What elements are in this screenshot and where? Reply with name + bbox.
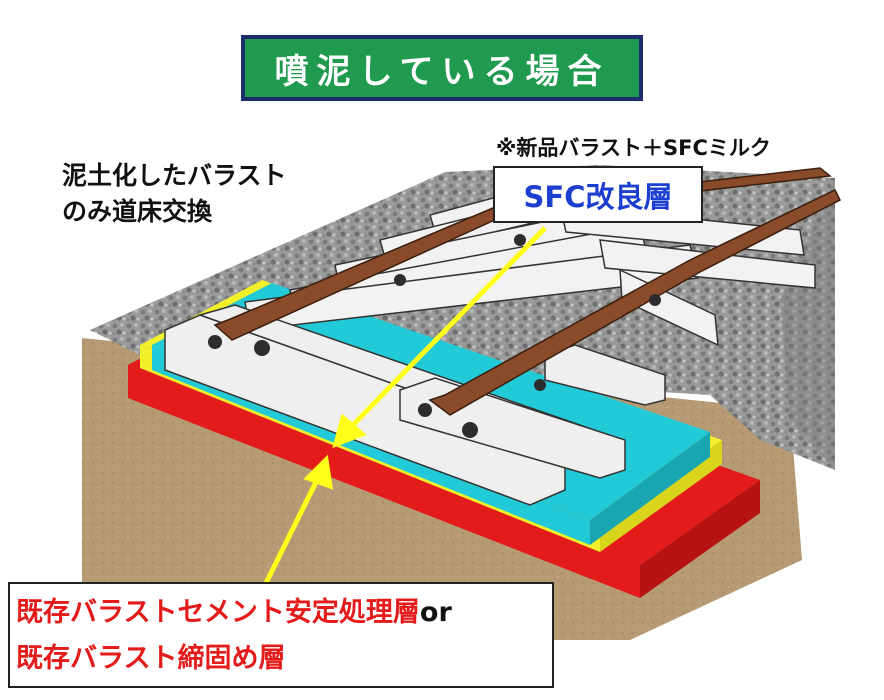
existing-layer-line2-text: 既存バラスト締固め層 <box>16 643 286 674</box>
ballast-replacement-label: 泥土化したバラスト のみ道床交換 <box>62 158 287 230</box>
existing-layer-line1: 既存バラストセメント安定処理層or <box>16 590 552 636</box>
material-note: ※新品バラスト＋SFCミルク <box>496 136 771 160</box>
rail-right <box>428 189 842 416</box>
existing-layer-line2: 既存バラスト締固め層 <box>16 636 552 682</box>
ballast-bed <box>90 165 835 470</box>
existing-layer-line1-text: 既存バラストセメント安定処理層 <box>16 597 420 628</box>
ballast-label-line2: のみ道床交換 <box>62 197 213 226</box>
rail-fasteners <box>208 234 661 438</box>
arrow-existing-layer <box>262 476 321 587</box>
arrows <box>262 226 547 587</box>
page-title: 噴泥している場合 <box>241 35 643 101</box>
existing-stabilized-layer <box>128 365 640 598</box>
ballast-label-line1: 泥土化したバラスト <box>62 161 287 190</box>
existing-layer-or: or <box>419 597 452 628</box>
arrow-sfc-layer <box>348 226 547 430</box>
sfc-layer-label: SFC改良層 <box>493 166 703 223</box>
existing-layer-label: 既存バラストセメント安定処理層or 既存バラスト締固め層 <box>8 582 554 688</box>
